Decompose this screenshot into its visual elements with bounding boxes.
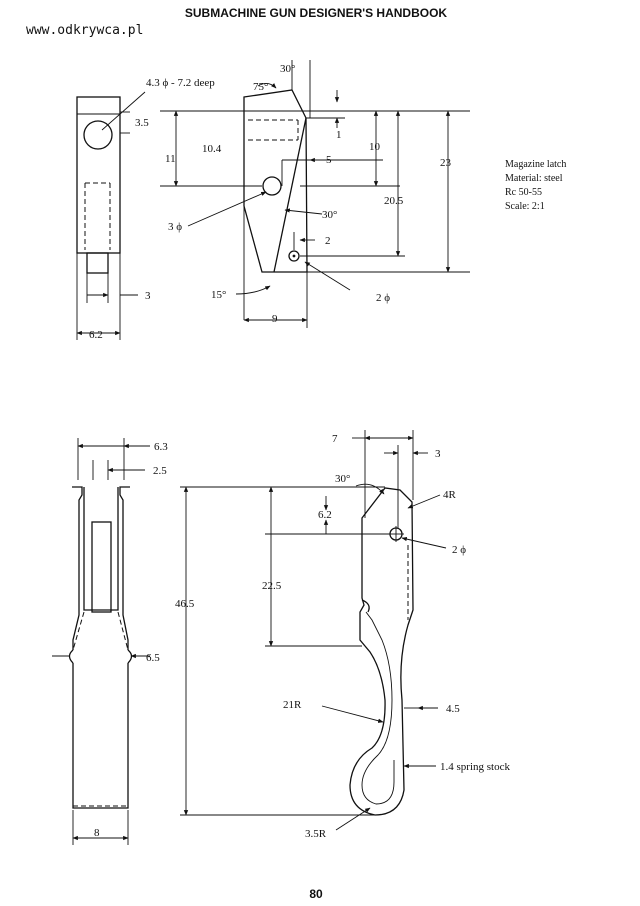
magazine-latch-front-view	[160, 60, 470, 328]
dim-6-5: 6.5	[146, 652, 160, 664]
dim-21R: 21R	[283, 699, 302, 711]
book-title: SUBMACHINE GUN DESIGNER'S HANDBOOK	[185, 6, 448, 20]
dim-9: 9	[272, 313, 278, 325]
dim-2-phi-bottom: 2 ϕ	[452, 544, 466, 556]
dim-hole-callout: 4.3 ϕ - 7.2 deep	[146, 77, 215, 89]
dim-4R: 4R	[443, 489, 457, 501]
dim-10-4: 10.4	[202, 143, 222, 155]
dim-3-5: 3.5	[135, 117, 149, 129]
dim-3-side: 3	[145, 290, 151, 302]
dim-23: 23	[440, 157, 452, 169]
dim-angle-75: 75°	[253, 81, 268, 93]
dim-10: 10	[369, 141, 381, 153]
dim-angle-30-mid: 30°	[322, 209, 337, 221]
dim-3-5R: 3.5R	[305, 828, 327, 840]
note-scale: Scale: 2:1	[505, 201, 545, 212]
dim-2-5: 2.5	[153, 465, 167, 477]
spring-front-view	[180, 430, 447, 831]
dim-11: 11	[165, 153, 176, 165]
page-number: 80	[309, 887, 323, 901]
dim-6-2-side: 6.2	[89, 329, 103, 341]
dim-2-phi: 2 ϕ	[376, 292, 390, 304]
dim-22-5: 22.5	[262, 580, 282, 592]
dim-4-5: 4.5	[446, 703, 460, 715]
watermark-url: www.odkrywca.pl	[26, 23, 143, 38]
dim-angle-15: 15°	[211, 289, 226, 301]
dim-3-bottom: 3	[435, 448, 441, 460]
magazine-latch-side-view	[76, 91, 146, 340]
dim-1: 1	[336, 129, 342, 141]
dim-angle-30-top: 30°	[280, 63, 295, 75]
dim-46-5: 46.5	[175, 598, 195, 610]
note-part-name: Magazine latch	[505, 159, 566, 170]
note-material: Material: steel	[505, 173, 563, 184]
dim-7: 7	[332, 433, 338, 445]
dim-5: 5	[326, 154, 332, 166]
dim-2: 2	[325, 235, 331, 247]
dim-6-2-bottom: 6.2	[318, 509, 332, 521]
dim-6-3: 6.3	[154, 441, 168, 453]
dim-spring-stock: 1.4 spring stock	[440, 761, 510, 773]
dim-3-phi: 3 ϕ	[168, 221, 182, 233]
dim-angle-30-bottom: 30°	[335, 473, 350, 485]
note-hardness: Rc 50-55	[505, 187, 542, 198]
dim-8: 8	[94, 827, 100, 839]
dim-20-5: 20.5	[384, 195, 404, 207]
spring-side-view	[52, 438, 150, 845]
